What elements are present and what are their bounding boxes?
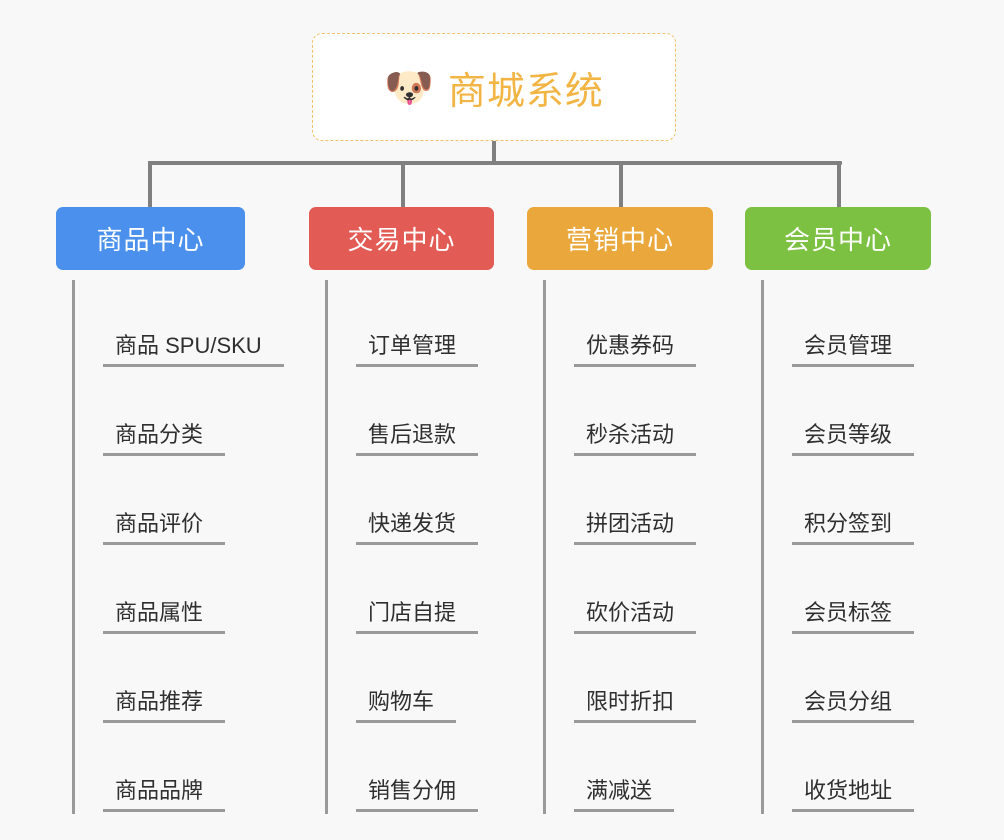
connector-drop-product-center [148,161,152,208]
leaf-list-marketing-center: 优惠券码秒杀活动拼团活动砍价活动限时折扣满减送 [543,280,713,814]
category-box-product-center[interactable]: 商品中心 [56,207,245,270]
leaf-item[interactable]: 满减送 [546,725,713,814]
leaf-item[interactable]: 会员分组 [764,636,931,725]
leaf-item[interactable]: 商品分类 [75,369,245,458]
leaf-item-label: 订单管理 [356,333,479,367]
leaf-item-label: 限时折扣 [574,689,697,723]
leaf-item-label: 会员管理 [792,333,915,367]
leaf-item[interactable]: 会员管理 [764,280,931,369]
leaf-item-label: 商品品牌 [103,778,226,812]
leaf-item-label: 门店自提 [356,600,479,634]
leaf-item-label: 拼团活动 [574,511,697,545]
connector-drop-marketing-center [619,161,623,208]
leaf-item-label: 收货地址 [792,778,915,812]
leaf-list-product-center: 商品 SPU/SKU 商品分类商品评价商品属性商品推荐商品品牌 [72,280,284,814]
column-trade-center: 交易中心订单管理售后退款快递发货门店自提购物车销售分佣 [309,207,494,814]
category-box-member-center[interactable]: 会员中心 [745,207,931,270]
leaf-item[interactable]: 商品评价 [75,458,245,547]
leaf-item[interactable]: 商品推荐 [75,636,245,725]
leaf-item[interactable]: 门店自提 [328,547,494,636]
category-box-trade-center[interactable]: 交易中心 [309,207,494,270]
leaf-item[interactable]: 收货地址 [764,725,931,814]
connector-horizontal-bus [149,161,842,165]
leaf-item-label: 商品推荐 [103,689,226,723]
leaf-item[interactable]: 购物车 [328,636,494,725]
leaf-item[interactable]: 积分签到 [764,458,931,547]
leaf-item-label: 商品评价 [103,511,226,545]
leaf-list-member-center: 会员管理会员等级积分签到会员标签会员分组收货地址 [761,280,931,814]
leaf-item[interactable]: 销售分佣 [328,725,494,814]
leaf-item-label: 商品分类 [103,422,226,456]
column-member-center: 会员中心会员管理会员等级积分签到会员标签会员分组收货地址 [745,207,931,814]
leaf-item-label: 销售分佣 [356,778,479,812]
leaf-item-label: 快递发货 [356,511,479,545]
leaf-item[interactable]: 秒杀活动 [546,369,713,458]
leaf-item-label: 商品 SPU/SKU [103,333,284,367]
leaf-item[interactable]: 砍价活动 [546,547,713,636]
leaf-item-label: 积分签到 [792,511,915,545]
leaf-item-label: 售后退款 [356,422,479,456]
root-title: 商城系统 [447,70,604,113]
dog-face-icon: 🐶 [384,66,434,110]
leaf-list-trade-center: 订单管理售后退款快递发货门店自提购物车销售分佣 [325,280,494,814]
leaf-item[interactable]: 限时折扣 [546,636,713,725]
leaf-item[interactable]: 优惠券码 [546,280,713,369]
leaf-item-label: 会员等级 [792,422,915,456]
column-product-center: 商品中心商品 SPU/SKU 商品分类商品评价商品属性商品推荐商品品牌 [56,207,284,814]
category-title: 营销中心 [565,225,674,255]
leaf-item[interactable]: 会员标签 [764,547,931,636]
leaf-item-label: 购物车 [356,689,457,723]
category-box-marketing-center[interactable]: 营销中心 [527,207,713,270]
leaf-item[interactable]: 订单管理 [328,280,494,369]
leaf-item-label: 商品属性 [103,600,226,634]
leaf-item-label: 会员标签 [792,600,915,634]
leaf-item-label: 秒杀活动 [574,422,697,456]
leaf-item[interactable]: 商品 SPU/SKU [75,280,284,369]
connector-drop-trade-center [401,161,405,208]
category-title: 会员中心 [783,225,892,255]
leaf-item[interactable]: 会员等级 [764,369,931,458]
leaf-item[interactable]: 拼团活动 [546,458,713,547]
category-title: 商品中心 [96,225,205,255]
leaf-item-label: 满减送 [574,778,675,812]
leaf-item[interactable]: 商品属性 [75,547,245,636]
leaf-item[interactable]: 快递发货 [328,458,494,547]
root-node[interactable]: 🐶 商城系统 [312,33,676,141]
leaf-item[interactable]: 商品品牌 [75,725,245,814]
column-marketing-center: 营销中心优惠券码秒杀活动拼团活动砍价活动限时折扣满减送 [527,207,713,814]
connector-root-stem [492,141,496,164]
leaf-item-label: 会员分组 [792,689,915,723]
leaf-item[interactable]: 售后退款 [328,369,494,458]
leaf-item-label: 砍价活动 [574,600,697,634]
connector-drop-member-center [837,161,841,208]
category-title: 交易中心 [347,225,456,255]
leaf-item-label: 优惠券码 [574,333,697,367]
